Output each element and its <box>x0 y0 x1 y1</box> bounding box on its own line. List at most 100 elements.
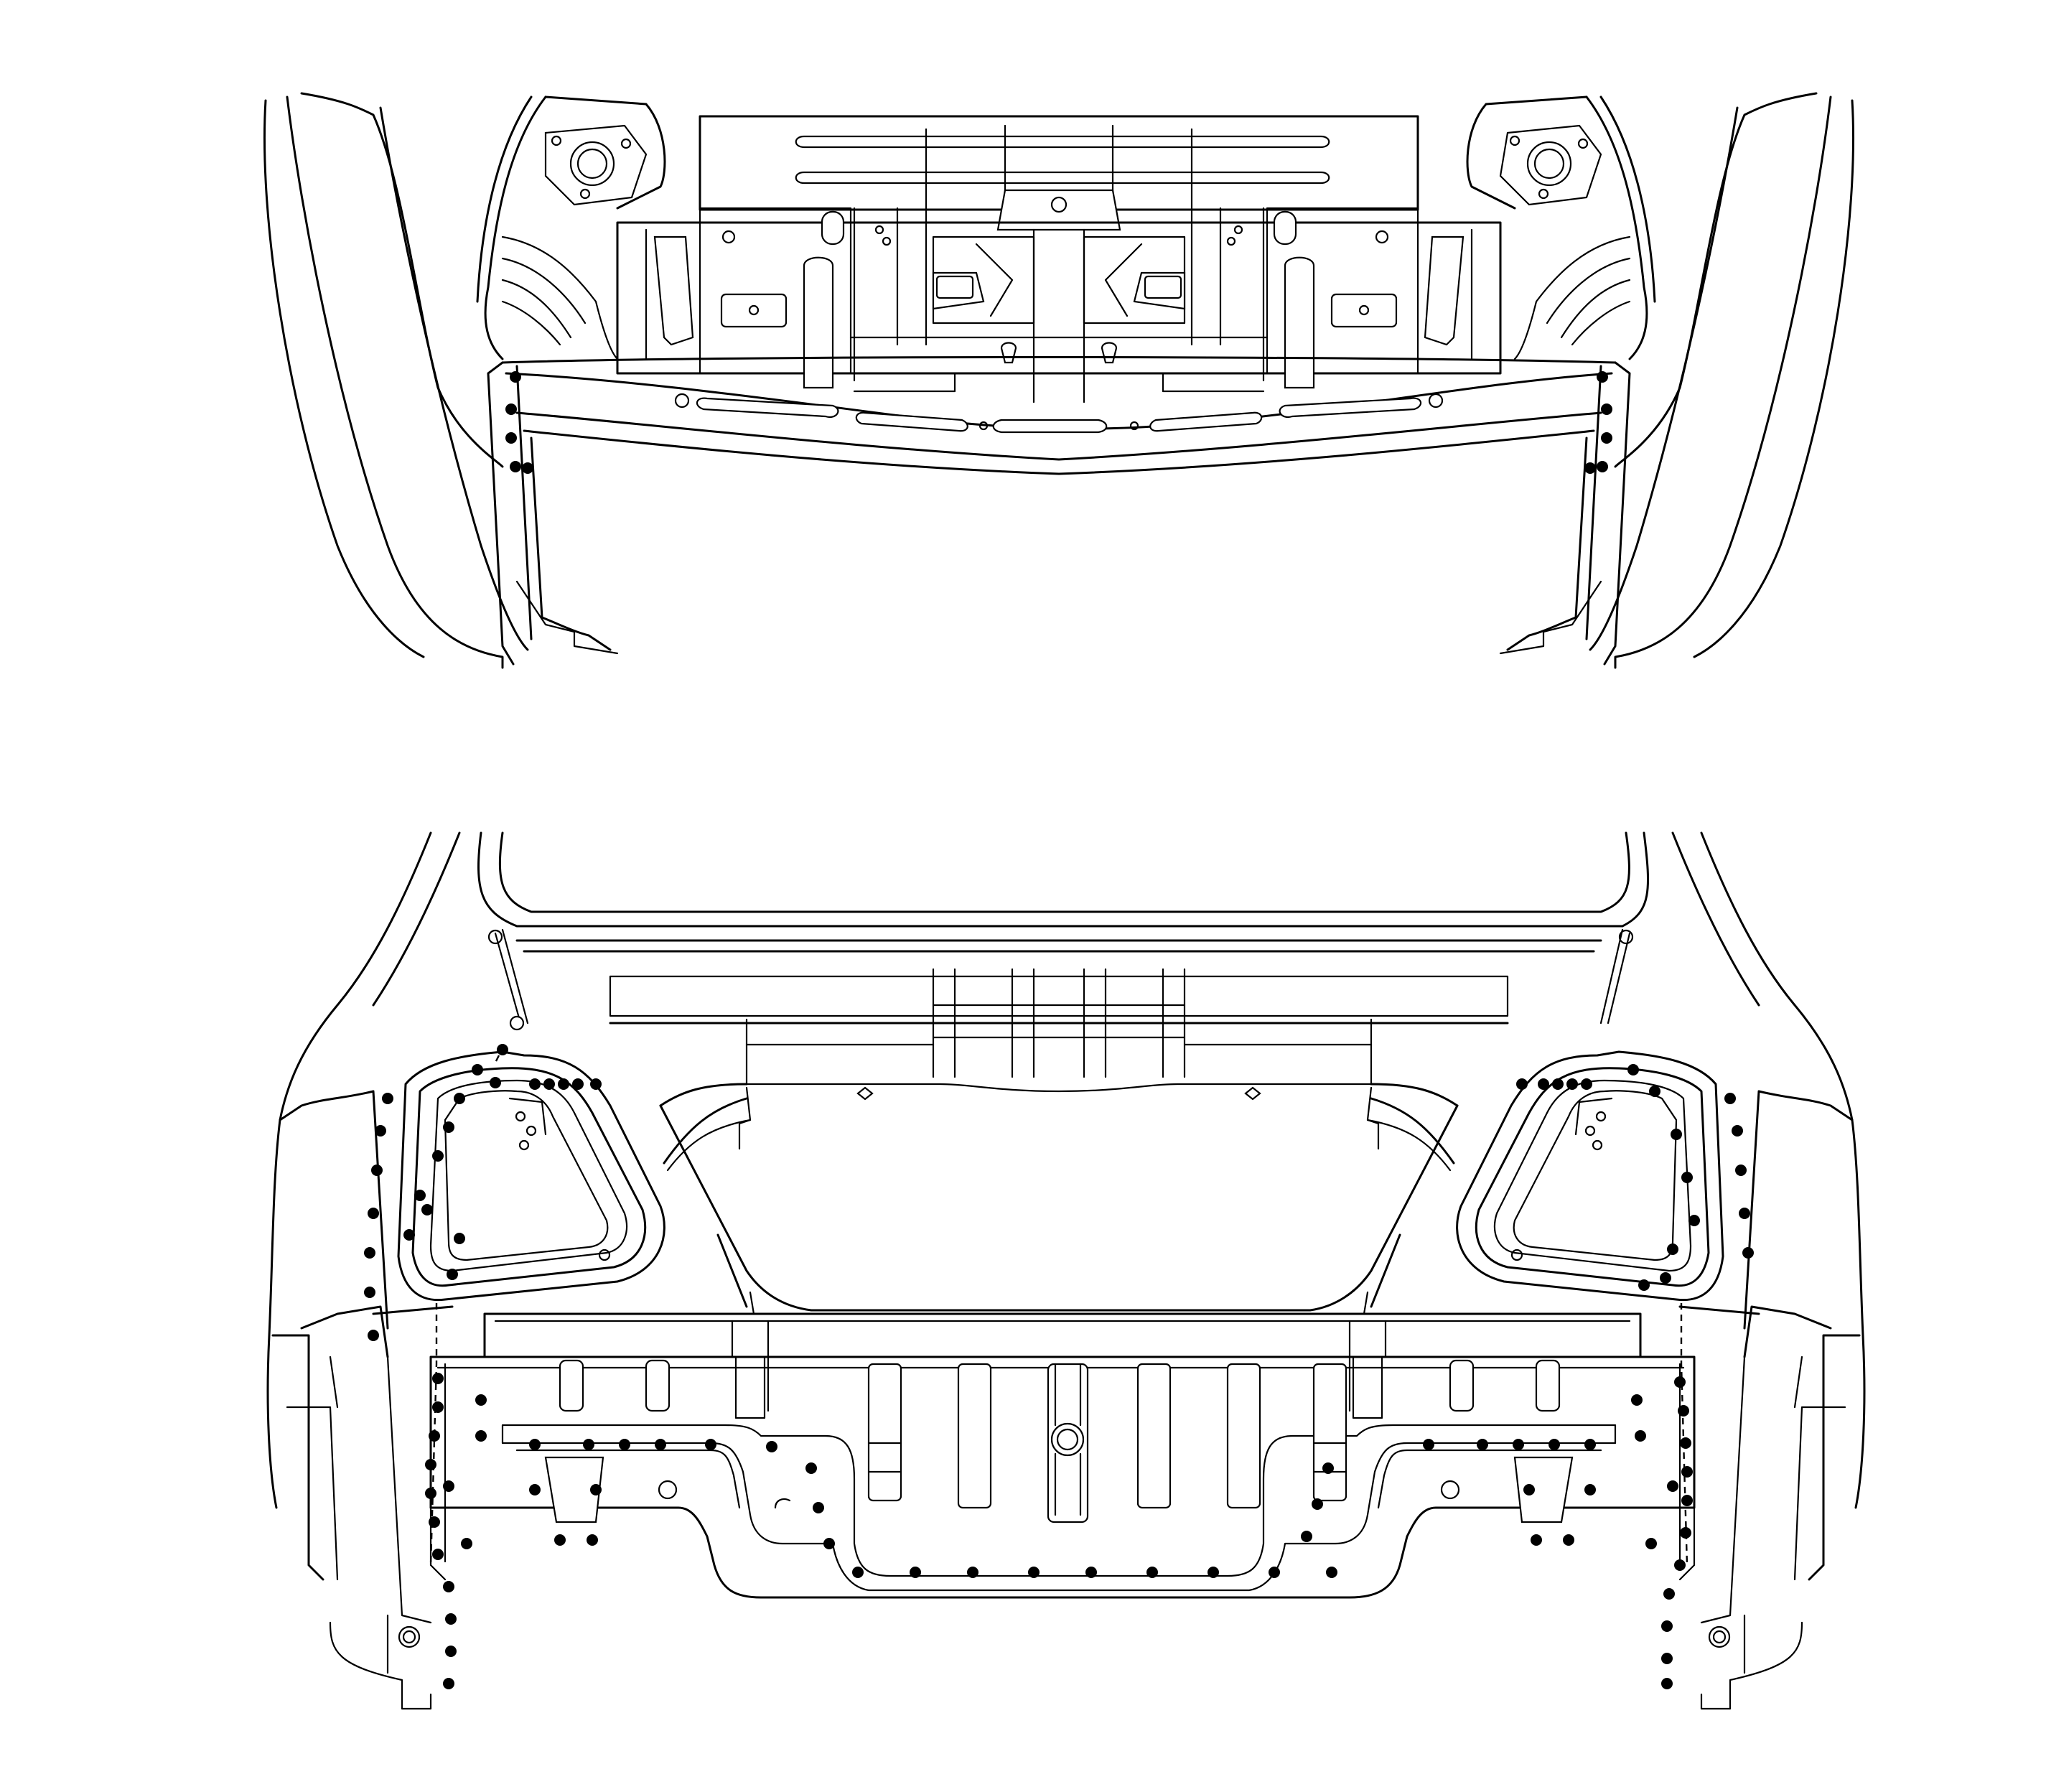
weld-spot-lower-37 <box>1724 1093 1736 1104</box>
weld-spot-lower-11 <box>432 1150 444 1162</box>
weld-spot-lower-85 <box>1548 1439 1560 1450</box>
weld-spot-lower-73 <box>1028 1567 1040 1578</box>
rear-crossmember <box>501 356 1617 475</box>
weld-spot-lower-77 <box>1269 1567 1280 1578</box>
weld-spot-lower-93 <box>1678 1405 1689 1417</box>
weld-spot-lower-32 <box>1681 1172 1693 1183</box>
replacement-boundary-dashes <box>429 1055 1688 1566</box>
weld-spot-lower-99 <box>1663 1588 1675 1600</box>
weld-spot-lower-35 <box>1660 1272 1671 1284</box>
weld-spot-lower-33 <box>1688 1215 1700 1226</box>
weld-spot-lower-58 <box>619 1439 630 1450</box>
weld-spot-lower-16 <box>447 1269 458 1280</box>
weld-spot-lower-95 <box>1681 1466 1693 1478</box>
weld-spot-lower-48 <box>432 1549 444 1560</box>
weld-spot-lower-103 <box>1631 1394 1643 1406</box>
weld-spot-lower-57 <box>583 1439 594 1450</box>
weld-spot-lower-69 <box>823 1538 835 1549</box>
weld-spot-lower-79 <box>1301 1531 1312 1542</box>
weld-spot-lower-74 <box>1085 1567 1097 1578</box>
weld-spot-lower-63 <box>590 1484 602 1495</box>
weld-spot-lower-70 <box>852 1567 864 1578</box>
weld-spot-upper-8 <box>1601 432 1612 444</box>
weld-spot-lower-25 <box>1566 1078 1578 1090</box>
weld-spot-lower-59 <box>655 1439 666 1450</box>
weld-spot-lower-75 <box>1146 1567 1158 1578</box>
weld-spot-lower-38 <box>1732 1125 1743 1137</box>
weld-spot-lower-5 <box>490 1077 501 1088</box>
weld-spot-lower-1 <box>497 1044 508 1055</box>
weld-spot-upper-9 <box>1597 461 1608 472</box>
weld-spot-lower-24 <box>1581 1078 1592 1090</box>
weld-spot-lower-104 <box>1635 1430 1646 1442</box>
weld-spot-lower-50 <box>445 1613 457 1625</box>
weld-spot-lower-78 <box>1326 1567 1337 1578</box>
weld-spot-lower-82 <box>1423 1439 1434 1450</box>
left-quarter-panel <box>263 92 529 669</box>
right-taillamp-opening <box>1456 1050 1724 1302</box>
weld-spot-lower-44 <box>429 1430 440 1442</box>
weld-spot-lower-8 <box>558 1078 569 1090</box>
weld-spot-lower-61 <box>766 1441 777 1452</box>
weld-spot-upper-5 <box>522 462 533 474</box>
weld-spot-lower-12 <box>414 1190 426 1201</box>
weld-spot-lower-13 <box>403 1229 415 1241</box>
weld-spot-lower-80 <box>1312 1498 1323 1510</box>
weld-spot-upper-10 <box>1584 462 1596 474</box>
weld-spot-lower-55 <box>443 1480 454 1492</box>
weld-spot-lower-27 <box>1538 1078 1549 1090</box>
weld-spot-lower-34 <box>1667 1243 1678 1255</box>
trunk-floor-panel <box>616 207 1502 403</box>
weld-spot-lower-23 <box>368 1330 379 1341</box>
weld-spot-lower-67 <box>805 1462 817 1474</box>
weld-spot-lower-100 <box>1661 1620 1673 1632</box>
weld-spot-lower-17 <box>382 1093 393 1104</box>
weld-spot-lower-21 <box>364 1247 375 1259</box>
weld-spot-lower-92 <box>1674 1376 1686 1388</box>
weld-spot-lower-98 <box>1674 1559 1686 1571</box>
weld-spot-lower-52 <box>443 1678 454 1689</box>
weld-spot-lower-62 <box>529 1484 541 1495</box>
weld-spot-upper-1 <box>510 371 521 383</box>
weld-spot-lower-22 <box>364 1287 375 1298</box>
weld-spot-lower-53 <box>475 1394 487 1406</box>
rear-window-opening <box>477 831 1650 1031</box>
rear-lower-view <box>266 831 1866 1710</box>
weld-spot-lower-68 <box>813 1502 824 1513</box>
weld-spot-lower-42 <box>432 1373 444 1384</box>
weld-spot-lower-60 <box>705 1439 716 1450</box>
weld-spot-lower-46 <box>425 1488 436 1499</box>
weld-spot-lower-29 <box>1627 1064 1639 1075</box>
weld-spot-lower-97 <box>1680 1527 1691 1539</box>
rear-panel-ribs <box>867 1363 1347 1523</box>
weld-spot-lower-49 <box>443 1581 454 1592</box>
weld-spot-lower-40 <box>1739 1208 1750 1219</box>
weld-spot-lower-87 <box>1523 1484 1535 1495</box>
weld-spot-lower-51 <box>445 1646 457 1657</box>
weld-spot-lower-90 <box>1563 1534 1574 1546</box>
weld-spot-lower-94 <box>1680 1437 1691 1449</box>
weld-spot-lower-84 <box>1513 1439 1524 1450</box>
weld-spot-lower-19 <box>371 1165 383 1176</box>
weld-spot-lower-72 <box>967 1567 978 1578</box>
rear-body-panel <box>429 1312 1696 1599</box>
weld-spot-lower-101 <box>1661 1653 1673 1664</box>
weld-spot-lower-76 <box>1207 1567 1219 1578</box>
left-quarter-lower <box>266 831 461 1710</box>
trunk-opening <box>609 968 1509 1315</box>
weld-spot-lower-86 <box>1584 1439 1596 1450</box>
weld-spot-lower-47 <box>429 1516 440 1528</box>
weld-spot-lower-3 <box>454 1093 465 1104</box>
weld-spot-lower-105 <box>1667 1480 1678 1492</box>
lower-weld-spots <box>364 1044 1754 1689</box>
weld-spot-lower-88 <box>1584 1484 1596 1495</box>
weld-spot-lower-9 <box>572 1078 584 1090</box>
weld-spot-lower-20 <box>368 1208 379 1219</box>
weld-spot-lower-28 <box>1516 1078 1528 1090</box>
weld-spot-lower-18 <box>375 1125 386 1137</box>
right-quarter-lower <box>1671 831 1866 1710</box>
right-quarter-panel <box>1589 92 1854 669</box>
weld-spot-lower-26 <box>1552 1078 1564 1090</box>
weld-spot-lower-96 <box>1681 1495 1693 1506</box>
